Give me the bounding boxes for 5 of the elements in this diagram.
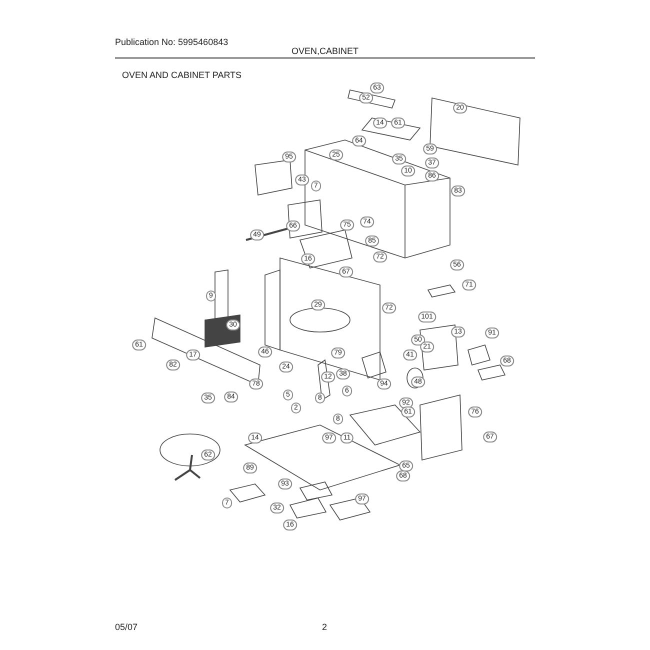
page-number: 2 xyxy=(322,622,328,632)
section-heading: OVEN AND CABINET PARTS xyxy=(122,70,242,80)
date-code: 05/07 xyxy=(115,622,138,632)
publication-number: Publication No: 5995460843 xyxy=(115,37,228,47)
page-title: OVEN,CABINET xyxy=(292,46,358,56)
